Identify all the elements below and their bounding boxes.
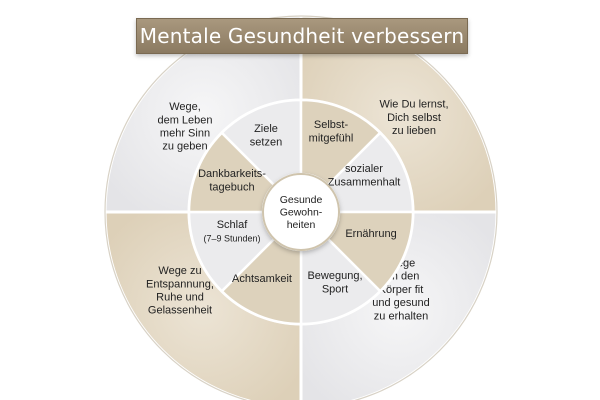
diagram-title: Mentale Gesundheit verbessern bbox=[139, 24, 465, 48]
outer-segment-label-line: Körper fit bbox=[379, 284, 424, 296]
outer-segment-label-line: Wege, bbox=[169, 101, 201, 113]
inner-segment-label-line: setzen bbox=[250, 137, 282, 149]
center-circle bbox=[262, 173, 340, 251]
outer-segment-label-line: Entspannung, bbox=[146, 278, 214, 290]
inner-segment-label-line: Achtsamkeit bbox=[232, 273, 292, 285]
center-label-line: Gesunde bbox=[280, 194, 323, 206]
outer-segment-label-line: Wie Du lernst, bbox=[379, 99, 448, 111]
title-banner: Mentale Gesundheit verbessern bbox=[136, 18, 468, 54]
outer-rim bbox=[104, 15, 498, 400]
outer-segment-label-line: zu lieben bbox=[392, 125, 436, 137]
center-label-line: Gewohn- bbox=[280, 207, 323, 219]
inner-segment-label-line: Schlaf bbox=[217, 219, 249, 231]
inner-segment-label-line: Selbst- bbox=[314, 119, 349, 131]
inner-segment-label-line: Sport bbox=[322, 284, 348, 296]
inner-segment-label-line: Dankbarkeits- bbox=[198, 168, 266, 180]
inner-segment-label: Selbst-mitgefühl bbox=[309, 119, 354, 145]
outer-segment-label-line: zu erhalten bbox=[374, 310, 428, 322]
outer-segment-label-line: und gesund bbox=[372, 297, 430, 309]
inner-segment-label-line: sozialer bbox=[345, 163, 383, 175]
outer-segment-label-line: mehr Sinn bbox=[160, 127, 210, 139]
inner-segment-label: Ziele setzen bbox=[250, 123, 282, 149]
inner-segment-label-line: Ernährung bbox=[345, 228, 396, 240]
inner-segment-label-line: Ziele bbox=[254, 123, 278, 135]
center-label-line: heiten bbox=[287, 219, 316, 231]
inner-segment-label-sub: (7–9 Stunden) bbox=[203, 234, 260, 244]
inner-segment-label-line: tagebuch bbox=[209, 182, 254, 194]
outer-segment-label-line: zu geben bbox=[162, 141, 207, 153]
inner-segment-label-line: Zusammenhalt bbox=[328, 177, 401, 189]
outer-segment-label-line: Dich selbst bbox=[387, 112, 441, 124]
outer-segment-label-line: dem Leben bbox=[157, 114, 212, 126]
outer-segment-label-line: Ruhe und bbox=[156, 291, 204, 303]
inner-segment-label: Achtsamkeit bbox=[232, 273, 292, 285]
inner-segment-label-line: mitgefühl bbox=[309, 133, 354, 145]
inner-segment-label-line: Bewegung, bbox=[307, 270, 362, 282]
inner-segment-label: Schlaf (7–9 Stunden) bbox=[203, 219, 260, 244]
outer-segment-label-line: Wege zu bbox=[158, 265, 201, 277]
inner-segment-label: Dankbarkeits-tagebuch bbox=[198, 168, 266, 194]
outer-segment-label-line: Gelassenheit bbox=[148, 305, 212, 317]
inner-segment-label: Bewegung, Sport bbox=[307, 270, 362, 296]
inner-segment-label: Ernährung bbox=[345, 228, 396, 240]
